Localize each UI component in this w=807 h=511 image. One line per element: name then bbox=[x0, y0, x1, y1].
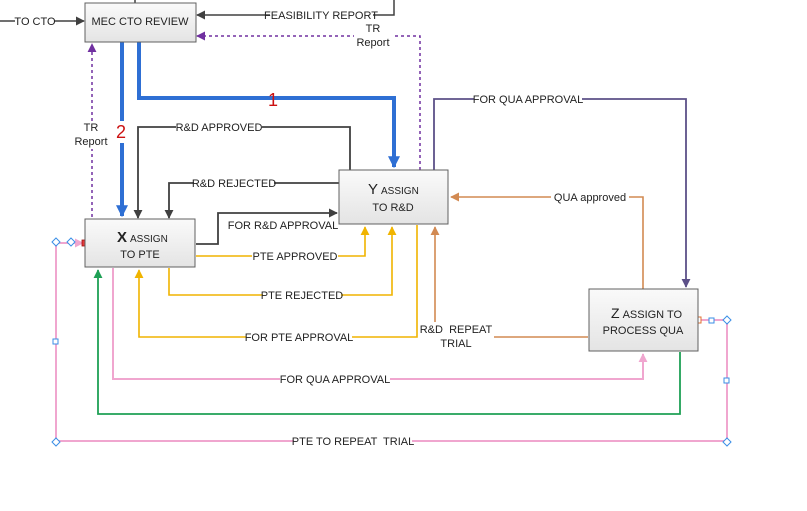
feasibility-report-arrow bbox=[196, 0, 395, 20]
z-node-line1: ASSIGN TO bbox=[623, 309, 683, 321]
for-pte-approval-label: FOR PTE APPROVAL bbox=[245, 332, 354, 344]
pte-rejected-label: PTE REJECTED bbox=[261, 290, 344, 302]
y-node-letter: Y bbox=[368, 181, 378, 198]
qua-approved-arrow bbox=[450, 192, 644, 289]
tr-report-left-label-1: TR bbox=[84, 122, 99, 134]
rd-approved-label: R&D APPROVED bbox=[176, 122, 263, 134]
for-qua-approval-bottom-arrow bbox=[112, 268, 648, 380]
rd-rejected-arrow bbox=[164, 182, 340, 219]
green-return-arrow bbox=[93, 269, 681, 415]
qua-approved-label: QUA approved bbox=[554, 192, 626, 204]
tr-report-left-label-2: Report bbox=[74, 136, 107, 148]
tr-report-right-label-1: TR bbox=[366, 23, 381, 35]
feasibility-report-label: FEASIBILITY REPORT bbox=[264, 10, 378, 22]
y-node-line2: TO R&D bbox=[372, 202, 413, 214]
path-1-arrow bbox=[137, 42, 400, 169]
pte-repeat-trial-label: PTE TO REPEAT TRIAL bbox=[292, 436, 414, 448]
rd-repeat-trial-arrow bbox=[430, 226, 588, 338]
rd-repeat-label-1: R&D REPEAT bbox=[420, 324, 493, 336]
rd-rejected-label: R&D REJECTED bbox=[192, 178, 276, 190]
step-2-number: 2 bbox=[116, 122, 126, 142]
mec-cto-review-node[interactable]: MEC CTO REVIEW bbox=[84, 2, 197, 43]
for-rd-approval-label: FOR R&D APPROVAL bbox=[228, 220, 338, 232]
x-node-line2: TO PTE bbox=[120, 249, 160, 261]
x-node-line1: ASSIGN bbox=[130, 234, 168, 245]
z-node-line2: PROCESS QUA bbox=[603, 325, 684, 337]
mec-cto-review-title: MEC CTO REVIEW bbox=[92, 16, 190, 28]
for-qua-approval-bottom-label: FOR QUA APPROVAL bbox=[280, 374, 390, 386]
for-rd-approval-arrow bbox=[196, 208, 338, 245]
step-1-number: 1 bbox=[268, 90, 278, 110]
z-node-letter: Z bbox=[611, 305, 620, 321]
pte-approved-label: PTE APPROVED bbox=[253, 251, 338, 263]
tr-report-right-arrow bbox=[196, 31, 421, 170]
x-node-letter: X bbox=[117, 229, 127, 246]
selection-handles bbox=[51, 237, 732, 447]
for-qua-approval-top-label: FOR QUA APPROVAL bbox=[473, 94, 583, 106]
to-cto-label: TO CTO bbox=[14, 16, 56, 28]
rd-repeat-label-2: TRIAL bbox=[440, 338, 471, 350]
tr-report-right-label-2: Report bbox=[356, 37, 389, 49]
y-node-line1: ASSIGN bbox=[381, 186, 419, 197]
